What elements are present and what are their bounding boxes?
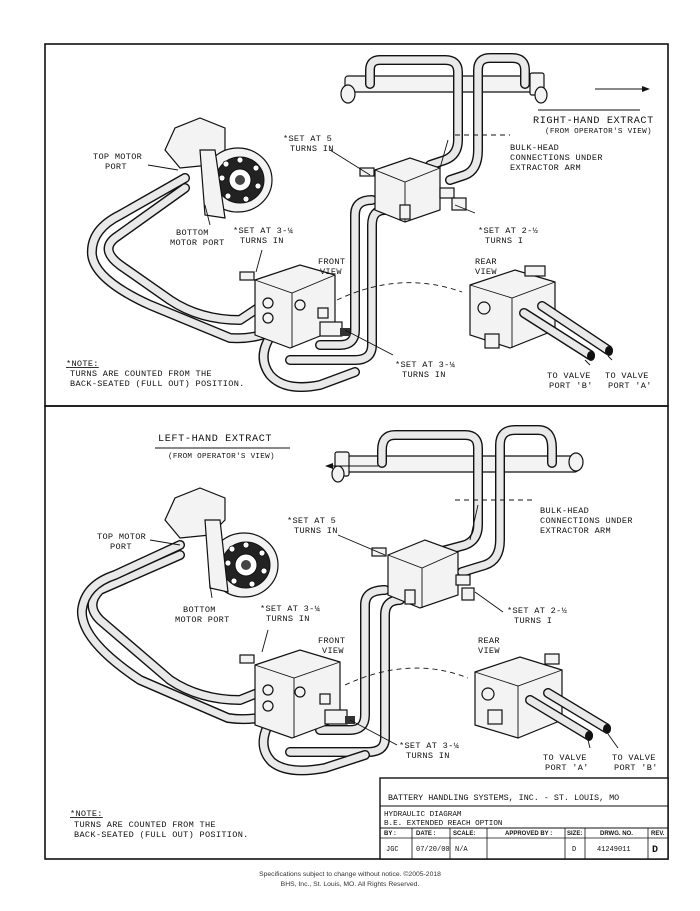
top-view-arc [336,282,463,301]
title-block-value-by: JGC [386,846,399,854]
top-label-valve-left-1: TO VALVE [547,371,591,381]
bottom-label-top-motor-port-1: TOP MOTOR [97,532,146,542]
bottom-note-title: *NOTE: [70,809,103,819]
bottom-label-set5-2: TURNS IN [294,526,338,536]
title-block-header-drwg: DRWG. NO. [600,831,633,837]
bottom-label-rear-view-2: VIEW [478,646,500,656]
bottom-label-set3q-lower-1: *SET AT 3-¼ [399,741,460,751]
title-block-drawing-title-1: HYDRAULIC DIAGRAM [384,811,462,819]
top-label-set5-2: TURNS IN [290,144,334,154]
top-hydraulic-motor [164,117,273,219]
footer-line-2: BHS, Inc., St. Louis, MO. All Rights Res… [281,881,420,888]
bottom-title: LEFT-HAND EXTRACT [158,434,272,445]
top-label-rear-view-2: VIEW [475,267,497,277]
bottom-label-valve-left-1: TO VALVE [543,753,587,763]
title-block-header-approved: APPROVED BY : [505,831,552,837]
bottom-note-line-2: BACK-SEATED (FULL OUT) POSITION. [74,830,249,840]
top-label-top-motor-port-2: PORT [105,162,127,172]
bottom-label-top-motor-port-2: PORT [110,542,132,552]
top-note-line-2: BACK-SEATED (FULL OUT) POSITION. [70,379,245,389]
top-label-set2h-1: *SET AT 2-½ [478,226,539,236]
bottom-front-valve [239,649,355,739]
top-label-front-view-2: VIEW [320,267,342,277]
top-panel: RIGHT-HAND EXTRACT (FROM OPERATOR'S VIEW… [66,53,654,392]
top-label-set2h-2: TURNS I [485,236,523,246]
top-label-rear-view-1: REAR [475,257,497,267]
title-block-value-drwg: 41249011 [597,846,631,854]
bottom-label-set3q-upper-1: *SET AT 3-¼ [260,604,321,614]
top-subtitle: (FROM OPERATOR'S VIEW) [545,128,652,136]
bottom-label-valve-right-2: PORT 'B' [614,763,658,773]
top-label-valve-right-1: TO VALVE [605,371,649,381]
bottom-hoses [76,425,557,776]
top-rear-valve [469,265,613,361]
title-block-value-scale: N/A [455,846,468,854]
top-label-set3q-lower-2: TURNS IN [402,370,446,380]
bottom-panel: LEFT-HAND EXTRACT (FROM OPERATOR'S VIEW)… [70,425,658,840]
bottom-label-set3q-lower-2: TURNS IN [406,751,450,761]
bottom-label-set3q-upper-2: TURNS IN [266,614,310,624]
bottom-label-valve-left-2: PORT 'A' [545,763,589,773]
bottom-label-set2h-1: *SET AT 2-½ [507,606,568,616]
title-block-company: BATTERY HANDLING SYSTEMS, INC. - ST. LOU… [388,793,619,803]
top-note-title: *NOTE: [66,359,99,369]
title-block-header-rev: REV. [651,831,665,837]
top-label-set3q-lower-1: *SET AT 3-¼ [395,360,456,370]
top-label-set5-1: *SET AT 5 [283,134,332,144]
bottom-label-front-view-2: VIEW [322,646,344,656]
top-label-bulkhead-3: EXTRACTOR ARM [510,163,581,173]
top-label-valve-right-2: PORT 'A' [608,381,652,391]
bottom-leader-lines [149,447,619,749]
title-block-drawing-title-2: B.E. EXTENDED REACH OPTION [384,820,502,828]
bottom-label-set5-1: *SET AT 5 [287,516,336,526]
top-label-set3q-upper-2: TURNS IN [240,236,284,246]
bottom-label-bulkhead-2: CONNECTIONS UNDER [540,516,633,526]
top-front-valve [239,264,350,349]
bottom-view-arc [344,667,469,686]
title-block-value-date: 07/20/00 [416,846,450,854]
top-label-bottom-motor-port-1: BOTTOM [176,228,209,238]
top-direction-arrow-head [642,86,650,92]
title-block-header-date: DATE : [416,831,436,837]
bottom-center-valve [371,539,475,609]
bottom-label-valve-right-1: TO VALVE [612,753,656,763]
bottom-label-set2h-2: TURNS I [514,616,552,626]
footer-line-1: Specifications subject to change without… [259,870,441,878]
bottom-hydraulic-motor [164,487,279,598]
title-block: BATTERY HANDLING SYSTEMS, INC. - ST. LOU… [379,777,669,860]
top-leader-lines [147,109,640,366]
title-block-value-rev: D [652,845,658,856]
bottom-direction-arrow-head [325,463,333,469]
top-label-bulkhead-2: CONNECTIONS UNDER [510,153,603,163]
top-label-bulkhead-1: BULK-HEAD [510,143,559,153]
title-block-header-scale: SCALE: [453,831,475,837]
top-note-line-1: TURNS ARE COUNTED FROM THE [70,369,212,379]
title-block-header-size: SIZE: [567,831,582,837]
bottom-note-line-1: TURNS ARE COUNTED FROM THE [74,820,216,830]
bottom-rear-valve [474,653,611,741]
title-block-header-by: BY : [384,831,396,837]
bottom-subtitle: (FROM OPERATOR'S VIEW) [168,453,275,461]
top-label-valve-left-2: PORT 'B' [549,381,593,391]
top-label-set3q-upper-1: *SET AT 3-¼ [233,226,294,236]
title-block-value-size: D [572,846,576,854]
top-label-bottom-motor-port-2: MOTOR PORT [170,238,225,248]
top-title: RIGHT-HAND EXTRACT [533,116,654,127]
bottom-label-bulkhead-3: EXTRACTOR ARM [540,526,611,536]
top-label-top-motor-port-1: TOP MOTOR [93,152,142,162]
top-label-front-view-1: FRONT [318,257,345,267]
bottom-label-front-view-1: FRONT [318,636,345,646]
top-center-valve [359,157,467,223]
bottom-panel-frame [44,405,669,860]
top-extractor-cylinder [340,72,548,104]
bottom-extractor-cylinder [331,451,584,483]
bottom-label-bulkhead-1: BULK-HEAD [540,506,589,516]
bottom-label-rear-view-1: REAR [478,636,500,646]
bottom-label-bottom-motor-port-1: BOTTOM [183,605,216,615]
bottom-label-bottom-motor-port-2: MOTOR PORT [175,615,230,625]
